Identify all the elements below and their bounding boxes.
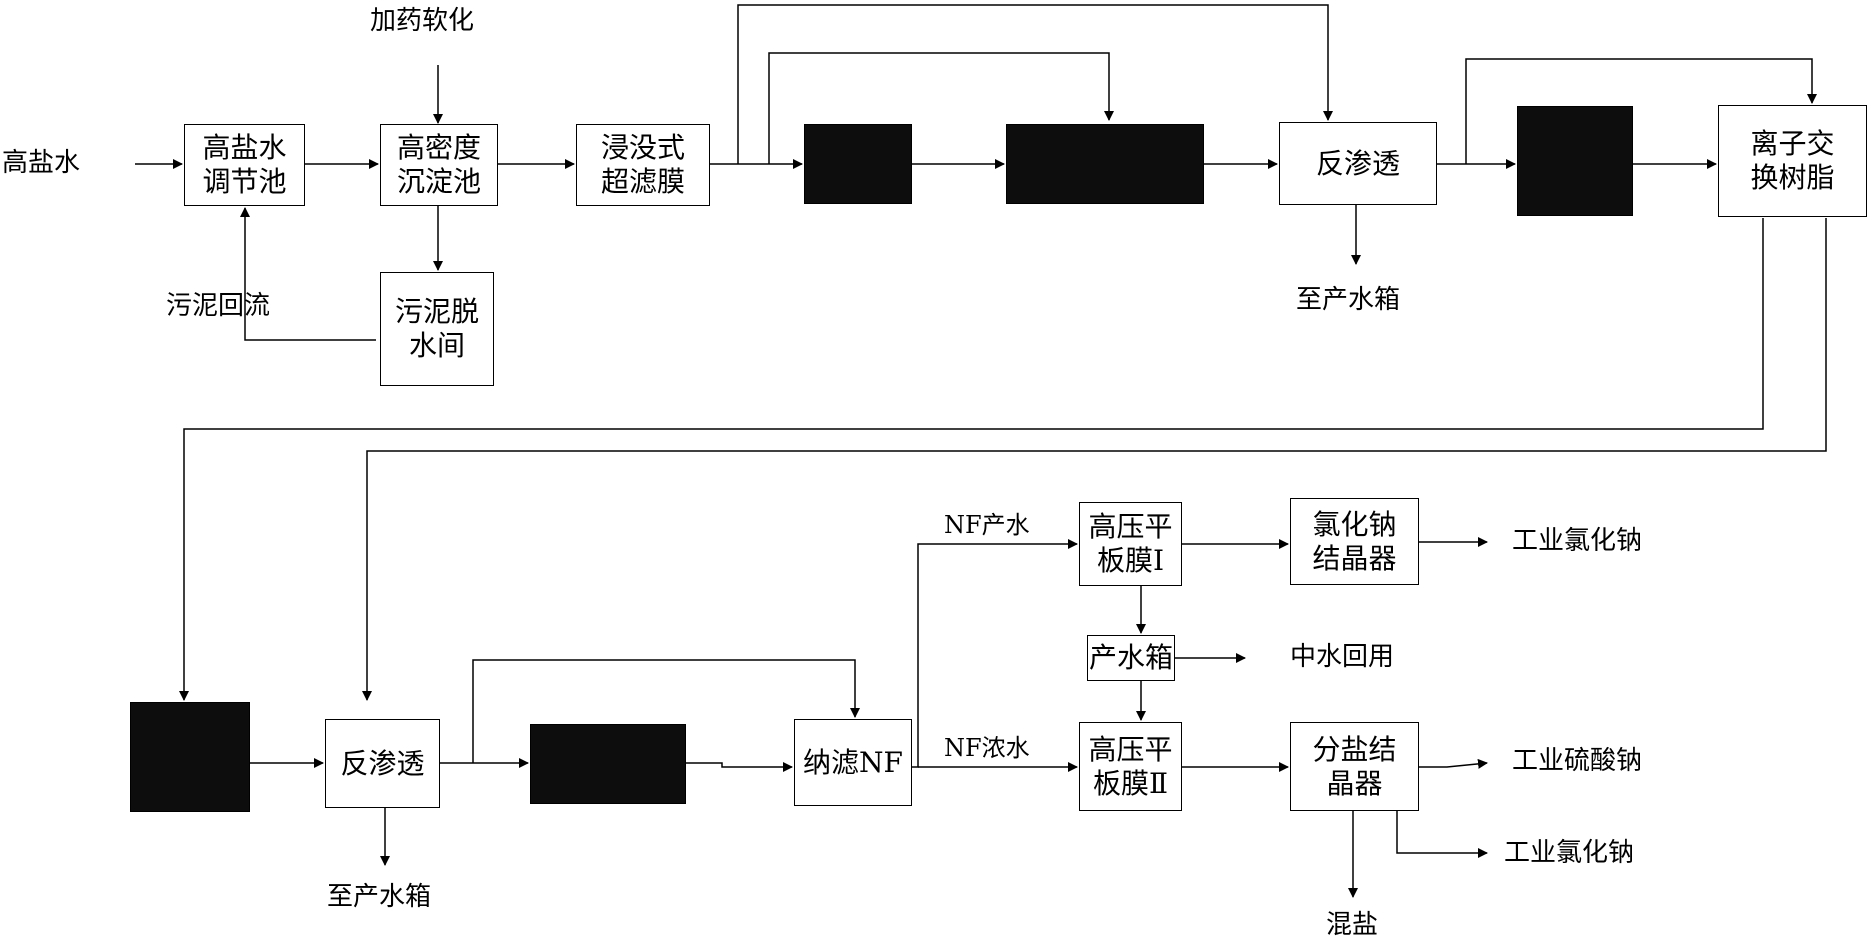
box-line: 结晶器 (1312, 541, 1397, 575)
label-to-product-tank-1: 至产水箱 (1296, 285, 1401, 315)
box-reverse-osmosis-1: 反渗透 (1279, 122, 1437, 205)
box-obscured-process-5 (530, 724, 686, 804)
label-nf-concentrate: NF浓水 (944, 734, 1030, 762)
box-line: 高密度 (396, 131, 481, 164)
box-line: 超滤膜 (600, 165, 685, 198)
box-line: 板膜Ⅰ (1096, 544, 1165, 577)
box-line: 分盐结 (1312, 732, 1397, 766)
output-reclaimed-water-reuse: 中水回用 (1290, 642, 1395, 672)
box-line: 污泥脱 (394, 295, 479, 328)
box-line: 反渗透 (1315, 146, 1400, 180)
box-line: 产水箱 (1088, 641, 1173, 674)
box-nacl-crystallizer: 氯化钠 结晶器 (1290, 498, 1419, 585)
box-line: 离子交 (1750, 127, 1835, 160)
output-industrial-nacl-2: 工业氯化钠 (1504, 838, 1635, 868)
box-line: 氯化钠 (1312, 507, 1397, 541)
box-line: 浸没式 (600, 131, 685, 164)
box-obscured-process-3 (1517, 106, 1633, 216)
box-sludge-dewatering: 污泥脱 水间 (380, 272, 494, 386)
box-line: 高压平 (1088, 732, 1173, 766)
box-submerged-uf: 浸没式 超滤膜 (576, 124, 710, 206)
label-to-product-tank-2: 至产水箱 (327, 882, 432, 912)
output-industrial-nacl-1: 工业氯化钠 (1512, 526, 1643, 556)
output-industrial-na2so4: 工业硫酸钠 (1512, 746, 1643, 776)
box-reverse-osmosis-2: 反渗透 (325, 719, 440, 808)
box-regulating-tank: 高盐水 调节池 (184, 124, 305, 206)
box-line: 沉淀池 (396, 165, 481, 198)
box-high-density-sedimentation: 高密度 沉淀池 (380, 124, 498, 206)
box-line: 纳滤NF (803, 745, 903, 779)
box-obscured-process-4 (130, 702, 250, 812)
box-line: 高压平 (1088, 510, 1173, 543)
input-chemical-softening: 加药软化 (370, 6, 475, 36)
box-obscured-process-2 (1006, 124, 1204, 204)
box-hp-flat-membrane-1: 高压平 板膜Ⅰ (1079, 502, 1182, 586)
box-line: 高盐水 (202, 131, 287, 164)
box-ion-exchange-resin: 离子交 换树脂 (1718, 105, 1867, 217)
box-line: 反渗透 (340, 746, 425, 780)
box-line: 换树脂 (1750, 161, 1835, 194)
box-obscured-process-1 (804, 124, 912, 204)
output-mixed-salt: 混盐 (1326, 910, 1379, 940)
box-nanofiltration: 纳滤NF (794, 719, 912, 806)
box-line: 水间 (408, 329, 465, 362)
box-line: 晶器 (1326, 766, 1383, 800)
box-hp-flat-membrane-2: 高压平 板膜Ⅱ (1079, 722, 1182, 811)
box-line: 板膜Ⅱ (1092, 766, 1169, 800)
label-sludge-return: 污泥回流 (166, 291, 271, 321)
box-salt-separation-crystallizer: 分盐结 晶器 (1290, 722, 1419, 811)
label-nf-permeate: NF产水 (944, 511, 1030, 539)
box-product-water-tank: 产水箱 (1087, 635, 1175, 681)
input-high-salt-water: 高盐水 (2, 148, 81, 178)
box-line: 调节池 (202, 165, 287, 198)
